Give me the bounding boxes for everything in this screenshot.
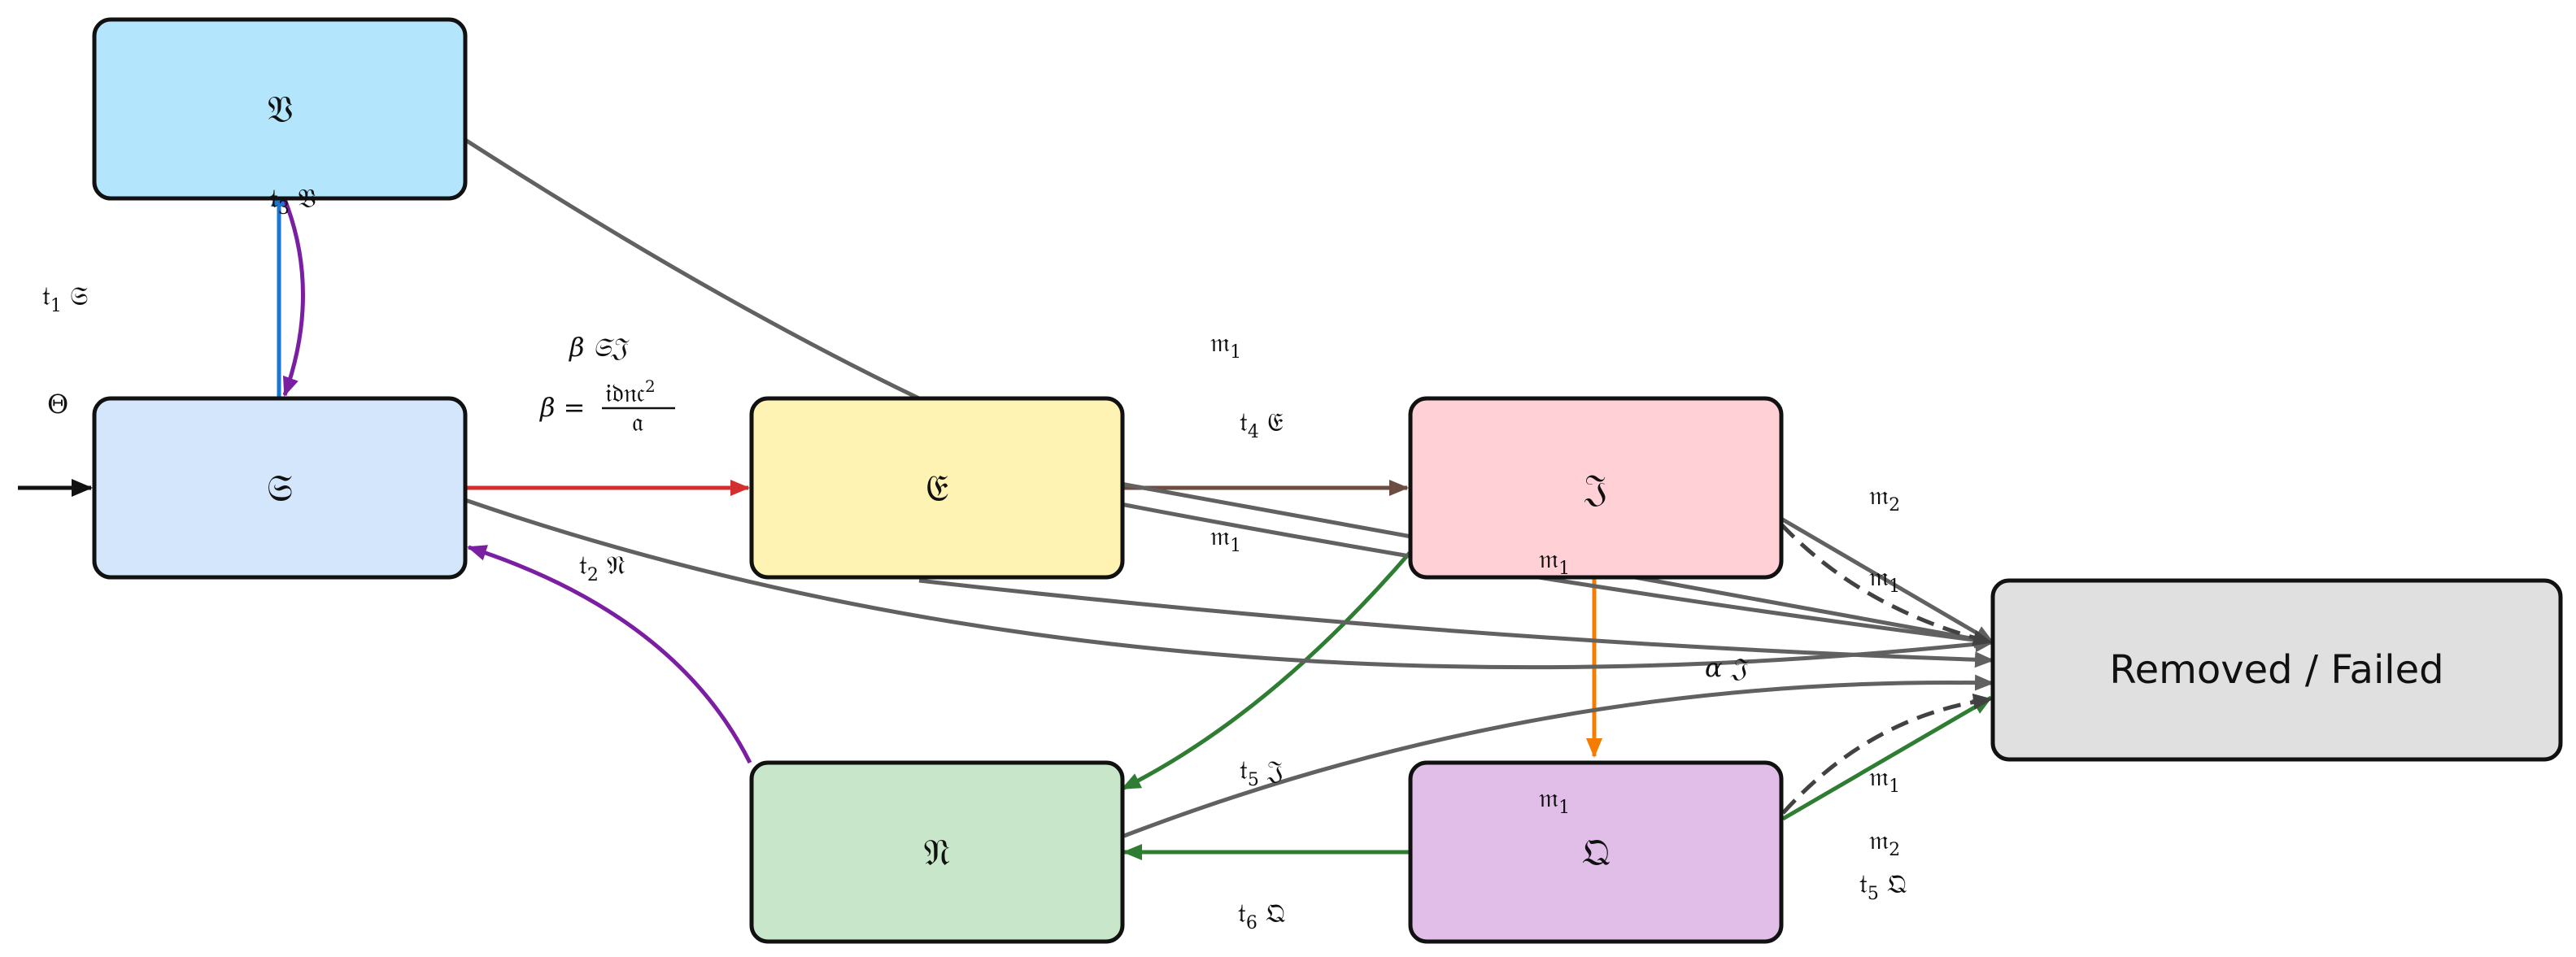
label-t2-r: 𝔱2 𝔑 [579,550,625,585]
label-m2-i: 𝔪2 [1869,480,1900,515]
label-m1-q-right: 𝔪1 [1869,761,1900,797]
node-q-label: 𝔔 [1582,830,1611,874]
label-t1-s: 𝔱1 𝔖 [42,281,88,316]
edge-q-to-d-green [1781,695,1993,821]
node-q-box [1408,760,1784,944]
node-v-box [92,17,468,201]
label-t4-e: 𝔱4 𝔈 [1240,407,1284,442]
svg-text:𝔞: 𝔞 [632,407,643,437]
edge-i-to-d [1780,516,1994,645]
edge-v-to-d [464,137,921,401]
label-m1-i-right: 𝔪1 [1869,561,1900,597]
node-i-box [1408,396,1784,580]
edge-e-bottom-to-d [918,578,1994,668]
edge-s-to-d [464,498,1994,670]
label-theta: Θ [47,389,68,420]
node-s: 𝔖 [92,396,468,580]
label-m1-q-box: 𝔪1 [1539,782,1570,818]
edge-q-to-d-dashed [1781,694,1993,815]
node-removed-label: Removed / Failed [2109,647,2443,693]
svg-text:𝔦𝔡𝔫𝔠2: 𝔦𝔡𝔫𝔠2 [605,376,656,408]
node-e-label: 𝔈 [926,466,948,510]
label-t5-q: 𝔱5 𝔔 [1859,868,1907,904]
svg-text:β =: β = [539,392,585,423]
node-e: 𝔈 [749,396,1125,580]
edge-labels: 𝔱1 𝔖 𝔱3 𝔙 Θ β 𝔖𝔍 β = 𝔦𝔡𝔫𝔠2 𝔞 𝔪1 𝔱4 𝔈 𝔪1 … [42,183,1907,933]
node-q: 𝔔 [1408,760,1784,944]
edge-r-to-s [467,545,752,764]
node-r: 𝔑 [749,760,1125,944]
node-s-box [92,396,468,580]
label-alpha-i: α 𝔍 [1705,652,1750,683]
label-m1-top: 𝔪1 [1210,327,1241,363]
label-m2-q: 𝔪2 [1869,824,1900,860]
node-i: 𝔍 [1408,396,1784,580]
label-t6-q: 𝔱6 𝔔 [1238,898,1285,933]
node-e-box [749,396,1125,580]
node-removed-box [1990,578,2563,762]
label-beta-formula: β = 𝔦𝔡𝔫𝔠2 𝔞 [539,376,675,437]
node-v-label: 𝔙 [267,87,293,131]
node-r-box [749,760,1125,944]
label-m1-mid: 𝔪1 [1210,520,1241,556]
label-t5-i: 𝔱5 𝔍 [1240,755,1284,790]
node-r-label: 𝔑 [924,830,951,874]
node-v: 𝔙 [92,17,468,201]
label-beta-si: β 𝔖𝔍 [569,332,630,363]
label-m1-i-box: 𝔪1 [1539,543,1570,579]
edge-r-to-d [1123,674,1994,838]
edge-i-to-d-dashed [1780,523,1993,646]
edge-i-to-r [1121,551,1411,791]
node-i-label: 𝔍 [1584,466,1607,510]
edge-v-to-s [282,198,305,397]
node-s-label: 𝔖 [267,466,293,510]
label-t3-v: 𝔱3 𝔙 [270,183,316,219]
node-removed: Removed / Failed [1990,578,2563,762]
